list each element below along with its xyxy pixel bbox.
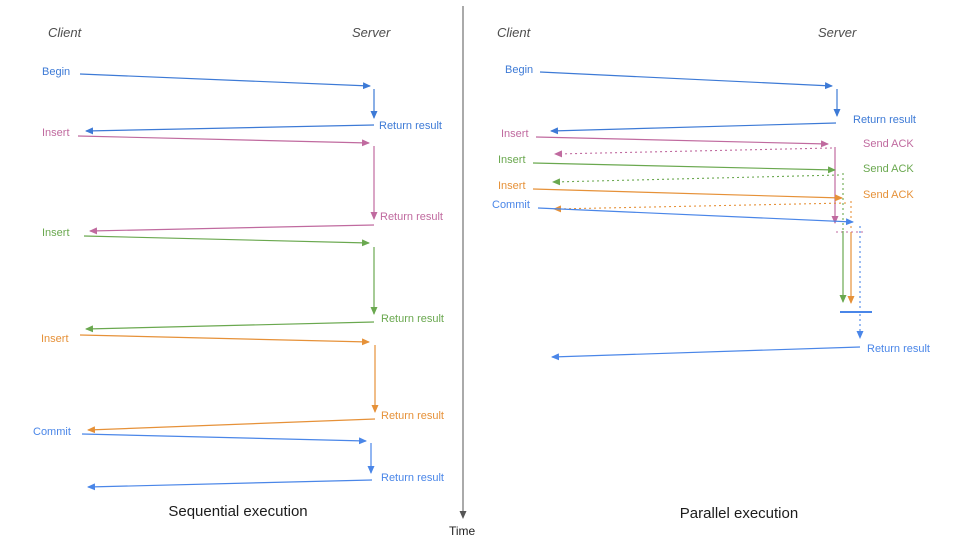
message-label-insert: Insert — [42, 127, 70, 139]
message-label-insert: Insert — [498, 154, 526, 166]
seq-insert2-request-arrow — [83, 235, 370, 247]
par-insert1-ack-dashed-arrow — [554, 147, 833, 158]
lane-header-client-parallel: Client — [497, 25, 531, 40]
message-label-insert: Insert — [41, 333, 69, 345]
message-label-insert: Insert — [501, 128, 529, 140]
lane-header-server-parallel: Server — [818, 25, 857, 40]
message-label-commit: Commit — [492, 199, 530, 211]
seq-insert3-return-arrow — [87, 418, 376, 434]
send-ack-label: Send ACK — [863, 138, 914, 150]
par-insert3-request-arrow — [532, 188, 843, 202]
seq-insert1-request-arrow — [77, 135, 370, 147]
message-label-insert: Insert — [42, 227, 70, 239]
sequential-arrows — [77, 73, 379, 491]
lane-header-client-sequential: Client — [48, 25, 82, 40]
par-begin-request-arrow — [539, 71, 833, 90]
message-label-insert: Insert — [498, 180, 526, 192]
return-result-label: Return result — [867, 343, 930, 355]
return-result-label: Return result — [381, 313, 444, 325]
seq-insert3-request-arrow — [79, 334, 370, 346]
time-axis-label: Time — [449, 524, 476, 538]
par-insert3-ack-dashed-arrow — [553, 202, 847, 213]
par-insert1-request-arrow — [535, 136, 829, 148]
return-result-label: Return result — [853, 114, 916, 126]
message-label-begin: Begin — [42, 66, 71, 78]
return-result-label: Return result — [381, 472, 444, 484]
message-label-commit: Commit — [33, 426, 71, 438]
seq-begin-request-arrow — [79, 73, 371, 90]
seq-commit-return-arrow — [87, 479, 373, 491]
seq-commit-request-arrow — [81, 433, 367, 445]
panel-title-parallel: Parallel execution — [679, 505, 799, 522]
par-begin-return-arrow — [550, 122, 837, 135]
par-commit-request-arrow — [537, 207, 854, 226]
return-result-label: Return result — [380, 211, 443, 223]
par-insert2-ack-dashed-arrow — [552, 174, 840, 186]
par-commit-return-arrow — [551, 346, 861, 361]
parallel-arrows — [532, 71, 872, 361]
send-ack-label: Send ACK — [863, 189, 914, 201]
seq-insert1-return-arrow — [89, 224, 375, 235]
seq-insert2-return-arrow — [85, 321, 375, 333]
lane-header-server-sequential: Server — [352, 25, 391, 40]
panel-title-sequential: Sequential execution — [168, 503, 308, 520]
return-result-label: Return result — [381, 410, 444, 422]
return-result-label: Return result — [379, 120, 442, 132]
message-label-begin: Begin — [505, 64, 534, 76]
send-ack-label: Send ACK — [863, 163, 914, 175]
seq-begin-return-arrow — [85, 124, 375, 135]
par-insert2-request-arrow — [532, 162, 836, 174]
